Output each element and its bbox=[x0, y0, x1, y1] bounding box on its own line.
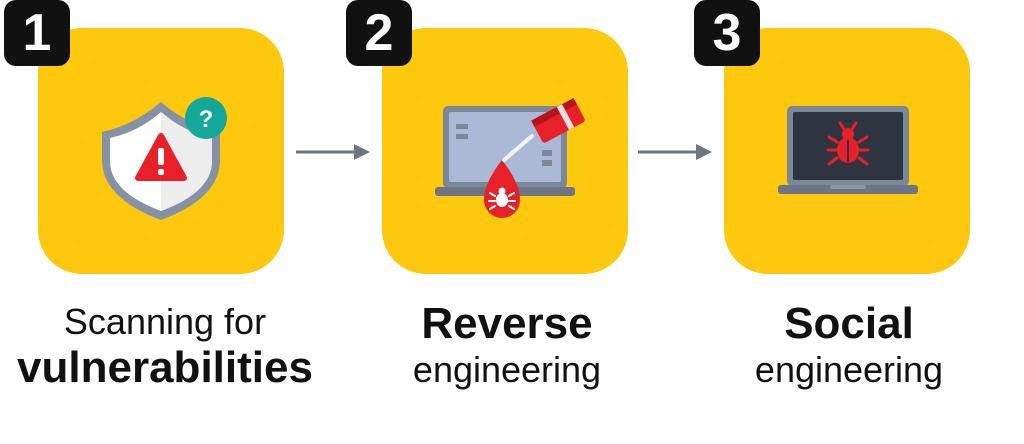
caption-line-bottom: vulnerabilities bbox=[17, 343, 313, 392]
caption-line-bottom: engineering bbox=[412, 349, 602, 390]
step-number-badge: 1 bbox=[4, 0, 70, 66]
svg-text:?: ? bbox=[199, 106, 214, 133]
step-caption-scanning: Scanning for vulnerabilities bbox=[0, 300, 335, 392]
arrow-right-icon bbox=[296, 144, 370, 160]
shield-warning-icon: ? bbox=[102, 97, 227, 220]
step-card-scanning: ? bbox=[38, 28, 284, 274]
question-badge-icon bbox=[185, 97, 227, 139]
caption-line-top: Reverse bbox=[421, 299, 593, 348]
arrow-right-icon bbox=[638, 144, 712, 160]
step-caption-social-engineering: Social engineering bbox=[679, 300, 1019, 392]
step-card-social-engineering bbox=[724, 28, 970, 274]
caption-line-bottom: engineering bbox=[754, 349, 944, 390]
step-number-badge: 2 bbox=[346, 0, 412, 66]
caption-line-top: Social bbox=[784, 299, 914, 348]
laptop-bug-drop-icon bbox=[435, 98, 585, 218]
step-number-badge: 3 bbox=[694, 0, 760, 66]
step-caption-reverse-engineering: Reverse engineering bbox=[337, 300, 677, 392]
caption-line-top: Scanning for bbox=[63, 301, 267, 342]
laptop-bug-icon bbox=[778, 106, 918, 194]
step-card-reverse-engineering bbox=[382, 28, 628, 274]
